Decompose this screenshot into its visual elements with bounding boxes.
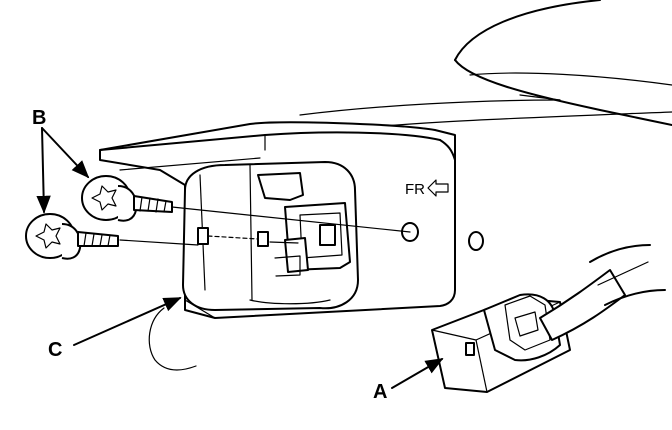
control-unit <box>182 161 359 319</box>
torx-head-icon <box>91 185 117 211</box>
torx-head-icon <box>35 223 61 249</box>
leader-b-upper <box>41 127 90 179</box>
leader-c <box>73 297 182 346</box>
bolt-upper <box>81 175 173 222</box>
body-panel <box>299 0 672 136</box>
clip-indicator-curve <box>148 307 197 371</box>
bolt-axis-line-upper <box>171 206 411 233</box>
bolt-axis-line-lower <box>119 239 199 246</box>
bracket-hole-outer <box>468 231 484 251</box>
left-arrow-icon <box>427 179 449 197</box>
leader-b-lower <box>36 127 51 214</box>
front-direction-marker: FR <box>405 179 449 198</box>
bolt-axis-line-lower-b <box>269 241 299 244</box>
callout-leaders <box>36 127 444 389</box>
callout-label-a: A <box>373 381 387 403</box>
callout-label-c: C <box>48 339 62 361</box>
callout-label-b: B <box>32 107 46 129</box>
bolt-lower <box>25 213 119 260</box>
leader-a <box>391 358 444 389</box>
harness-connector <box>431 244 666 393</box>
fr-label: FR <box>405 181 425 198</box>
